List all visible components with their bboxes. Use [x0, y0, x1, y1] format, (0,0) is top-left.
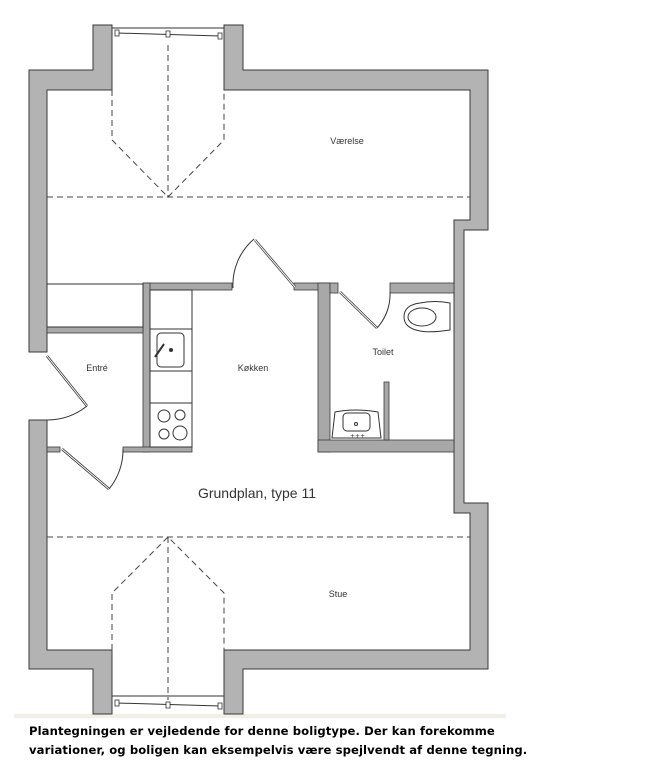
room-label-stue: Stue	[329, 589, 348, 599]
window-bottom	[112, 695, 224, 710]
sink-icon	[154, 332, 185, 368]
caption-line-1: Plantegningen er vejledende for denne bo…	[29, 724, 495, 738]
door-kitchen[interactable]	[232, 238, 296, 289]
drawing-bottom-border	[14, 714, 506, 718]
plan-title: Grundplan, type 11	[198, 485, 316, 501]
room-label-entre: Entré	[86, 363, 108, 373]
washbasin-icon: +++	[331, 409, 382, 440]
kitchen-counter	[149, 289, 193, 448]
window-top	[112, 27, 224, 40]
door-entre-stue[interactable]	[61, 448, 124, 490]
svg-text:+++: +++	[350, 433, 365, 440]
wardrobe	[46, 283, 144, 328]
door-entrance[interactable]	[46, 355, 88, 421]
door-toilet[interactable]	[339, 291, 391, 329]
caption-line-2: variationer, og boligen kan eksempelvis …	[29, 743, 528, 757]
roof-slope-lines	[47, 45, 470, 700]
room-label-vaerelse: Værelse	[330, 136, 364, 146]
stove-icon	[157, 409, 188, 441]
toilet-icon	[403, 301, 451, 333]
interior-walls	[46, 282, 455, 453]
room-label-kokken: Køkken	[238, 363, 269, 373]
exterior-walls	[28, 24, 489, 715]
room-label-toilet: Toilet	[372, 347, 394, 357]
